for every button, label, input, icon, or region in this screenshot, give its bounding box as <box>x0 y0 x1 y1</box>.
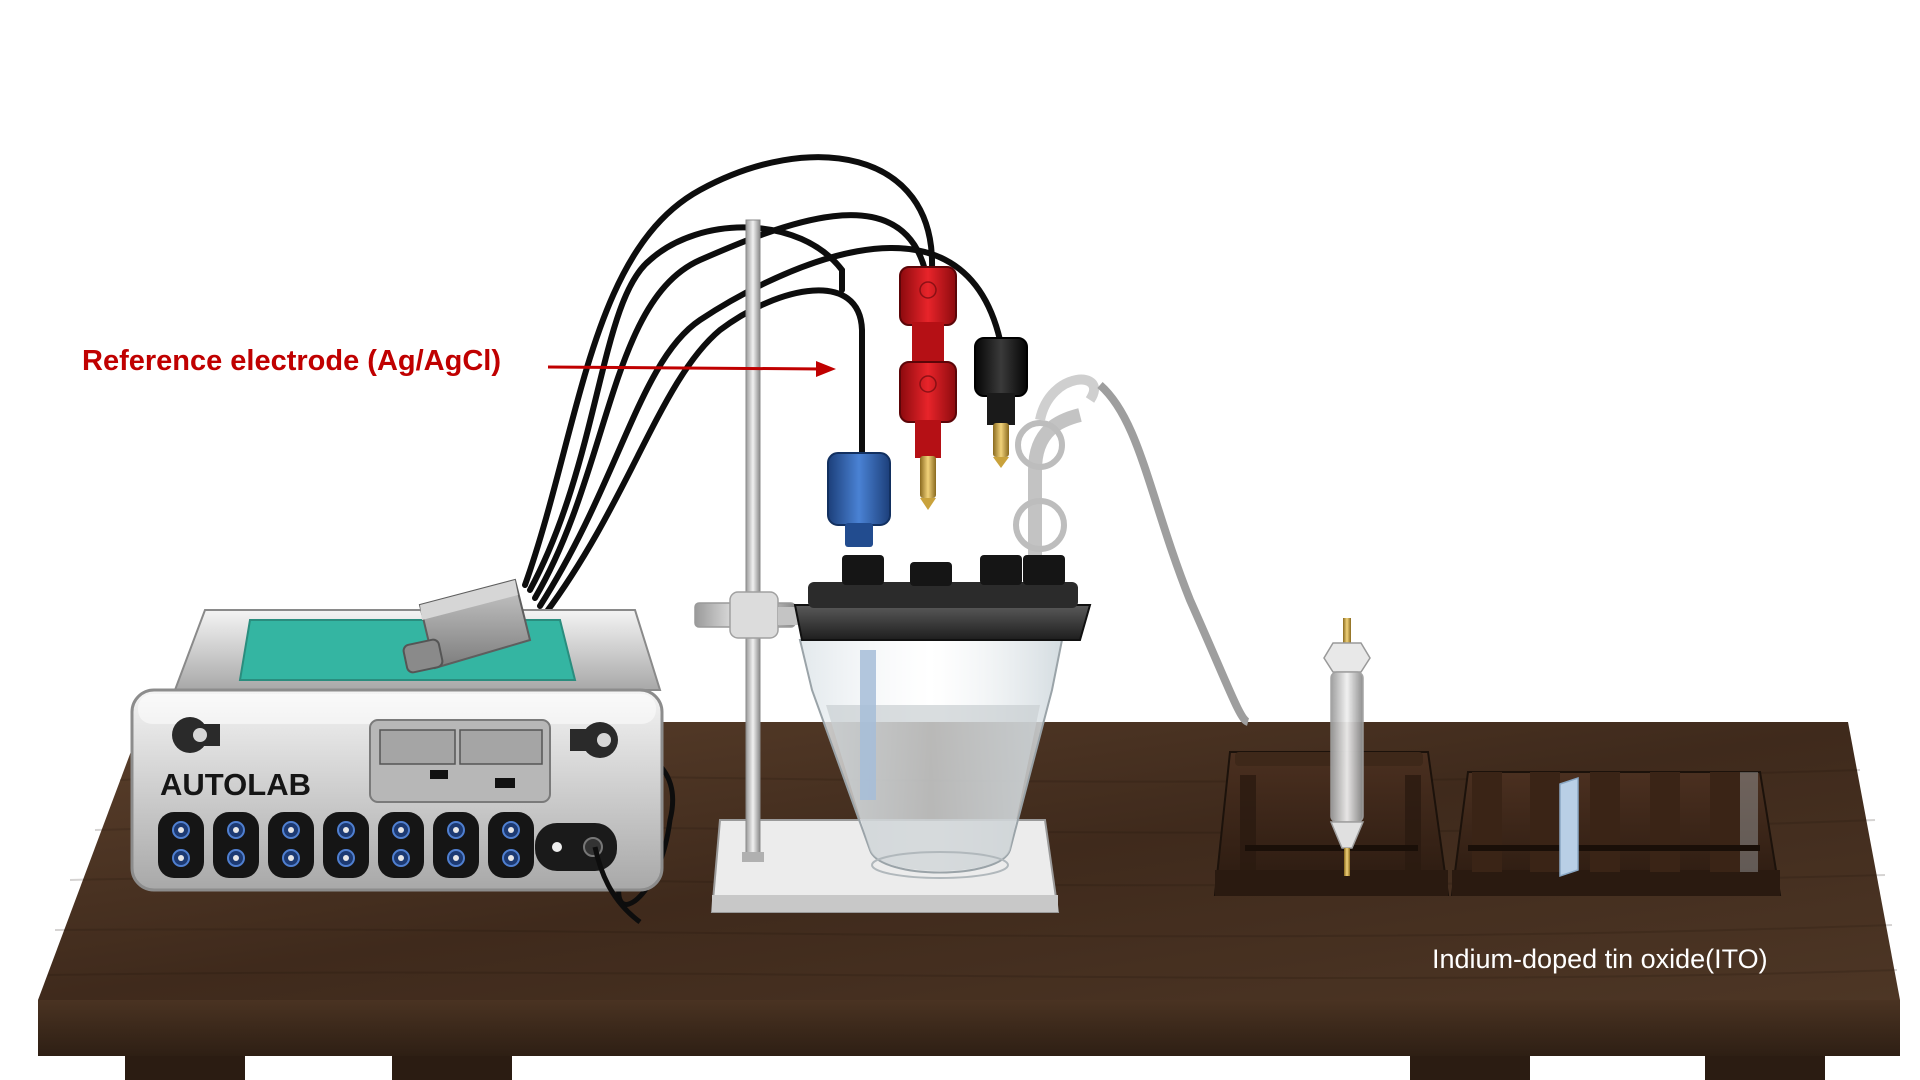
slide-rack <box>1450 771 1782 896</box>
connector-row <box>158 812 534 878</box>
connector-socket-icon <box>213 812 259 878</box>
cable-hub <box>402 578 532 674</box>
connector-socket-icon <box>158 812 204 878</box>
electrochemical-cell <box>793 374 1250 879</box>
connector-socket-icon <box>268 812 314 878</box>
working-lead-plug <box>899 361 957 510</box>
electrode-rack <box>1213 618 1450 896</box>
reference-lead-plug <box>827 452 891 547</box>
reference-arrow <box>547 361 836 377</box>
ito-electrode <box>1323 618 1371 876</box>
device-brand-label: AUTOLAB <box>160 767 311 802</box>
table-leg <box>1705 1056 1825 1080</box>
sense-lead-plug <box>974 337 1028 468</box>
power-socket-icon <box>535 823 617 871</box>
table-leg <box>125 1056 245 1080</box>
potentiostat-device: AUTOLAB <box>130 609 664 925</box>
working-electrode-rod <box>860 650 876 800</box>
cell-lid <box>793 604 1092 641</box>
connector-socket-icon <box>488 812 534 878</box>
ito-label: Indium-doped tin oxide(ITO) <box>1432 944 1768 974</box>
electrode-leads <box>827 266 1028 547</box>
ito-slide <box>1559 776 1579 878</box>
cell-solution <box>826 705 1040 871</box>
connector-socket-icon <box>323 812 369 878</box>
table-leg <box>1410 1056 1530 1080</box>
connector-socket-icon <box>433 812 479 878</box>
reference-electrode-label: Reference electrode (Ag/AgCl) <box>82 345 501 377</box>
connector-socket-icon <box>378 812 424 878</box>
electrode-cables <box>522 154 1003 617</box>
table-leg <box>392 1056 512 1080</box>
counter-lead-plug <box>899 266 957 362</box>
